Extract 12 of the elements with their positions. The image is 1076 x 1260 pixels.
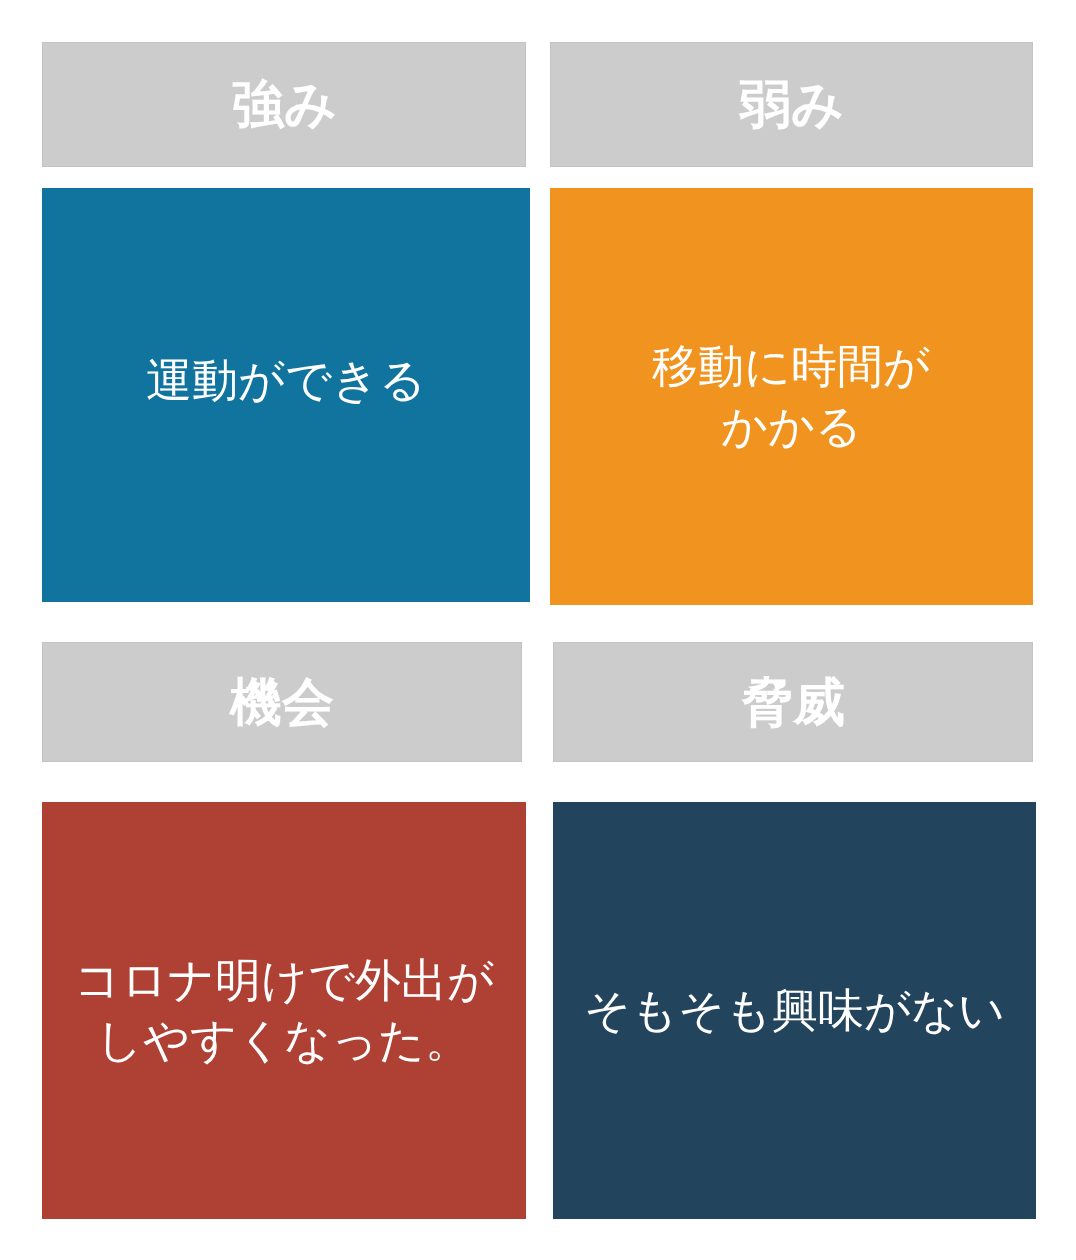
header-box	[553, 642, 1033, 762]
header-box	[42, 42, 526, 167]
body-text: 移動に時間がかかる	[651, 337, 932, 455]
strength-box	[42, 188, 530, 602]
header-box	[550, 42, 1033, 167]
header-box	[42, 642, 522, 762]
weakness-box	[550, 188, 1033, 605]
threat-box	[553, 802, 1036, 1219]
opportunity-box	[42, 802, 526, 1219]
body-text: そもそも興味がない	[584, 981, 1005, 1039]
body-text: 運動ができる	[146, 352, 426, 410]
body-text: コロナ明けで外出がしやすくなった。	[73, 951, 495, 1069]
